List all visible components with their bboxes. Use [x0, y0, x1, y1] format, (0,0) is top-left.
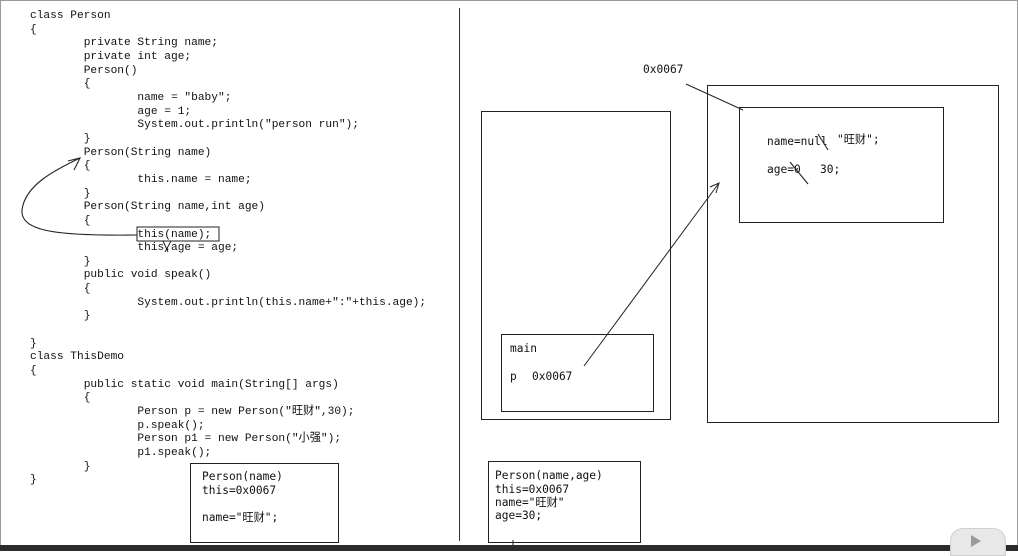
code-line: {	[30, 283, 91, 296]
code-line: Person p1 = new Person("小强");	[30, 433, 342, 446]
next-slide-button[interactable]	[950, 528, 1006, 556]
code-line: }	[30, 310, 91, 323]
code-line: }	[30, 474, 37, 487]
code-line: class ThisDemo	[30, 351, 124, 364]
code-line: {	[30, 23, 37, 36]
main-var-value: 0x0067	[532, 370, 573, 383]
field-name-value: "旺财";	[837, 133, 880, 146]
code-line: Person(String name,int age)	[30, 201, 265, 214]
person-object: name=null "旺财"; age=0 30;	[739, 107, 944, 223]
stack-frame-person-name: Person(name) this=0x0067 name="旺财";	[190, 463, 339, 543]
field-age: age=0	[767, 163, 801, 176]
code-line: class Person	[30, 10, 111, 22]
frame-age: age=30;	[495, 509, 543, 522]
code-line: {	[30, 365, 37, 378]
code-line: {	[30, 160, 91, 173]
frame-this: this=0x0067	[202, 484, 277, 497]
frame-name: name="旺财";	[202, 511, 279, 524]
code-line: this.name = name;	[30, 173, 252, 186]
code-line: private int age;	[30, 50, 192, 63]
code-line: {	[30, 78, 91, 91]
code-line: {	[30, 214, 91, 227]
code-line: this(name);	[30, 228, 212, 241]
code-line: p1.speak();	[30, 447, 212, 459]
bottom-strip	[0, 545, 1018, 551]
code-line: public static void main(String[] args)	[30, 378, 339, 391]
code-line: }	[30, 255, 91, 268]
code-line: }	[30, 460, 91, 473]
code-line: p.speak();	[30, 419, 205, 432]
code-line: System.out.println("person run");	[30, 119, 359, 132]
frame-title: Person(name)	[202, 470, 283, 483]
frame-this: this=0x0067	[495, 483, 570, 496]
divider-line	[459, 8, 460, 541]
code-line: public void speak()	[30, 269, 212, 282]
code-line: Person p = new Person("旺财",30);	[30, 406, 355, 419]
stack-frame-person-name-age: Person(name,age) this=0x0067 name="旺财" a…	[488, 461, 641, 543]
main-frame: main p 0x0067	[501, 334, 654, 412]
object-address-label: 0x0067	[643, 63, 684, 76]
frame-title: Person(name,age)	[495, 469, 603, 482]
frame-name: name="旺财"	[495, 496, 565, 509]
code-line: }	[30, 132, 91, 145]
code-listing: class Person { private String name; priv…	[30, 10, 426, 488]
code-line: }	[30, 187, 91, 200]
code-line: this.age = age;	[30, 242, 239, 255]
play-icon	[971, 535, 981, 547]
code-line: System.out.println(this.name+":"+this.ag…	[30, 296, 427, 309]
code-line: }	[30, 337, 37, 350]
field-age-value: 30;	[820, 163, 841, 176]
field-name: name=null	[767, 135, 828, 148]
code-line: private String name;	[30, 37, 218, 50]
code-line: age = 1;	[30, 105, 192, 118]
code-line: Person()	[30, 64, 138, 77]
code-line: Person(String name)	[30, 146, 212, 159]
code-line: name = "baby";	[30, 91, 232, 104]
code-line: {	[30, 392, 91, 405]
main-var-name: p	[510, 370, 517, 383]
main-frame-title: main	[510, 342, 537, 355]
